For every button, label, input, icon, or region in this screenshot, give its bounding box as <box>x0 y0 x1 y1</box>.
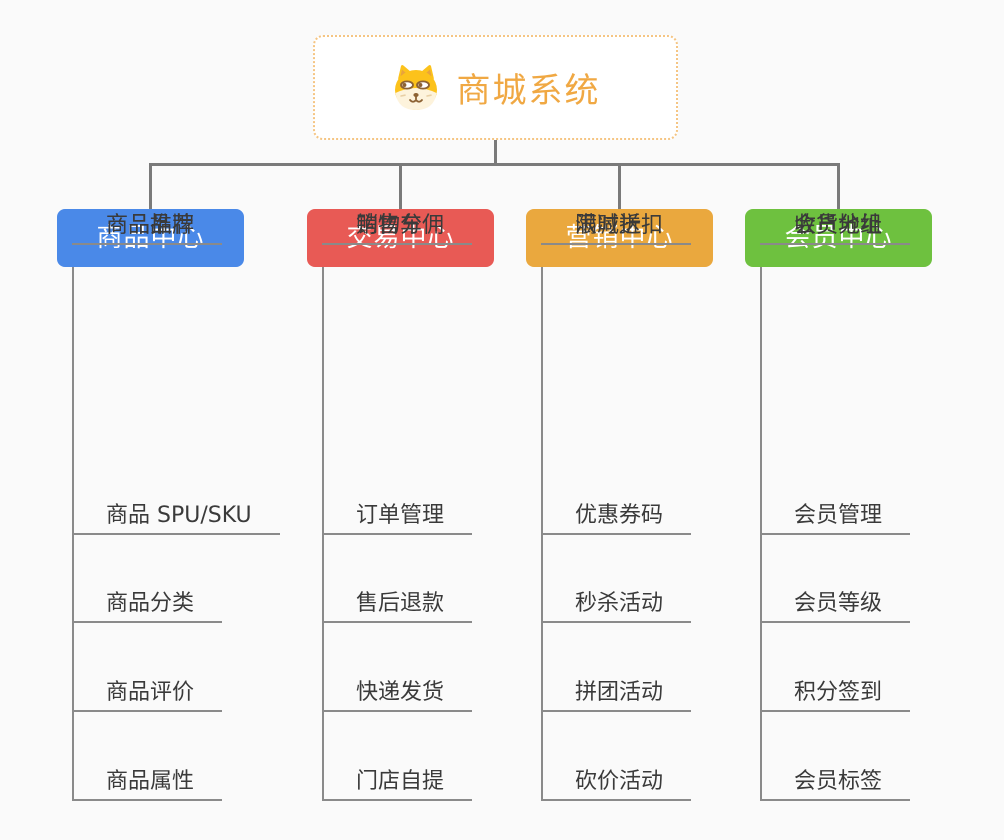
connector-rail <box>149 163 840 166</box>
leaf-node[interactable]: 会员标签 <box>760 765 911 801</box>
connector-drop-marketing <box>618 163 621 209</box>
leaf-node[interactable]: 会员等级 <box>760 587 911 623</box>
leaf-node[interactable]: 门店自提 <box>322 765 473 801</box>
leaf-node[interactable]: 砍价活动 <box>541 765 692 801</box>
branch-node-marketing[interactable]: 营销中心 <box>526 209 713 267</box>
leaf-node[interactable]: 拼团活动 <box>541 676 692 712</box>
connector-drop-products <box>149 163 152 209</box>
leaf-node[interactable]: 会员管理 <box>760 499 911 535</box>
leaf-node[interactable]: 商品属性 <box>72 765 223 801</box>
doge-icon <box>394 64 437 110</box>
leaf-node[interactable]: 秒杀活动 <box>541 587 692 623</box>
leaf-node[interactable]: 满减送 <box>541 209 670 245</box>
leaf-node[interactable]: 商品 SPU/SKU <box>72 499 280 535</box>
branch-marketing: 营销中心 优惠券码 秒杀活动 拼团活动 砍价活动 限时折扣 满减送 <box>526 209 746 809</box>
leaf-node[interactable]: 优惠券码 <box>541 499 692 535</box>
branch-members: 会员中心 会员管理 会员等级 积分签到 会员标签 会员分组 收货地址 <box>745 209 965 809</box>
leaf-node[interactable]: 销售分佣 <box>322 209 473 245</box>
leaf-node[interactable]: 收货地址 <box>760 209 911 245</box>
branch-products: 商品中心 商品 SPU/SKU 商品分类 商品评价 商品属性 商品推荐 商品品牌 <box>57 209 280 809</box>
branch-trade: 交易中心 订单管理 售后退款 快递发货 门店自提 购物车 销售分佣 <box>307 209 527 809</box>
branch-node-members[interactable]: 会员中心 <box>745 209 932 267</box>
leaf-node[interactable]: 订单管理 <box>322 499 473 535</box>
branch-node-products[interactable]: 商品中心 <box>57 209 244 267</box>
connector-root-stub <box>494 140 497 166</box>
leaf-node[interactable]: 售后退款 <box>322 587 473 623</box>
branch-node-trade[interactable]: 交易中心 <box>307 209 494 267</box>
leaf-node[interactable]: 商品品牌 <box>72 209 223 245</box>
root-label: 商城系统 <box>456 71 601 111</box>
root-node[interactable]: 商城系统 <box>313 35 678 140</box>
connector-drop-members <box>837 163 840 209</box>
connector-drop-trade <box>399 163 402 209</box>
leaf-node[interactable]: 积分签到 <box>760 676 911 712</box>
leaf-node[interactable]: 商品分类 <box>72 587 223 623</box>
leaf-node[interactable]: 快递发货 <box>322 676 473 712</box>
leaf-node[interactable]: 商品评价 <box>72 676 223 712</box>
